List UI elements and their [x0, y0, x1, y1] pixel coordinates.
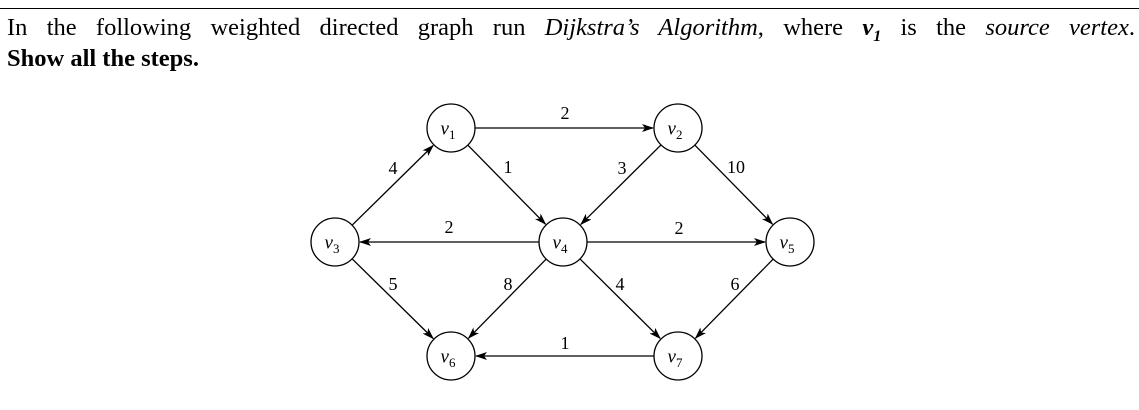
question-end: .	[1128, 14, 1135, 41]
edge-weight-v7-v6: 1	[561, 333, 570, 353]
node-circle-v3	[310, 217, 360, 267]
edge-weight-v1-v4: 1	[504, 157, 513, 177]
question-middle-2: is the	[881, 14, 986, 41]
edge-v2-v5	[694, 144, 774, 225]
edge-weight-v4-v7: 4	[616, 274, 625, 294]
node-v4: v4	[538, 217, 588, 267]
top-rule	[0, 8, 1139, 9]
edge-weight-v4-v6: 8	[504, 274, 513, 294]
node-circle-v1	[426, 103, 476, 153]
edge-weight-v2-v5: 10	[727, 157, 745, 177]
edge-v4-v6	[467, 258, 547, 339]
node-v6: v6	[426, 331, 476, 381]
source-vertex-term: source vertex	[985, 14, 1129, 41]
algorithm-name: Dijkstra’s Algorithm	[544, 14, 758, 41]
source-vertex-symbol: v1	[862, 14, 882, 45]
edge-v3-v1	[351, 144, 434, 226]
node-circle-v6	[426, 331, 476, 381]
node-v1: v1	[426, 103, 476, 153]
question-middle: , where	[757, 14, 863, 41]
edge-v4-v7	[579, 258, 661, 340]
question-prefix: In the following weighted directed graph…	[7, 14, 545, 41]
node-circle-v5	[765, 217, 815, 267]
edge-weight-v2-v4: 3	[618, 158, 627, 178]
edge-v2-v4	[580, 144, 662, 226]
edge-weight-v3-v6: 5	[389, 274, 398, 294]
node-circle-v2	[653, 103, 703, 153]
edge-weight-v3-v1: 4	[389, 158, 398, 178]
node-v3: v3	[310, 217, 360, 267]
question-line-2: Show all the steps.	[7, 45, 199, 72]
edge-v1-v4	[467, 144, 547, 225]
edge-weight-v4-v5: 2	[675, 218, 684, 238]
edge-v5-v7	[694, 258, 774, 339]
edge-weight-v1-v2: 2	[561, 103, 570, 123]
edge-weight-v4-v3: 2	[445, 217, 454, 237]
node-v5: v5	[765, 217, 815, 267]
edge-weight-v5-v7: 6	[731, 274, 740, 294]
edge-v3-v6	[351, 258, 434, 340]
node-circle-v4	[538, 217, 588, 267]
node-v2: v2	[653, 103, 703, 153]
question-line-1: In the following weighted directed graph…	[7, 13, 1135, 52]
node-circle-v7	[653, 331, 703, 381]
node-v7: v7	[653, 331, 703, 381]
